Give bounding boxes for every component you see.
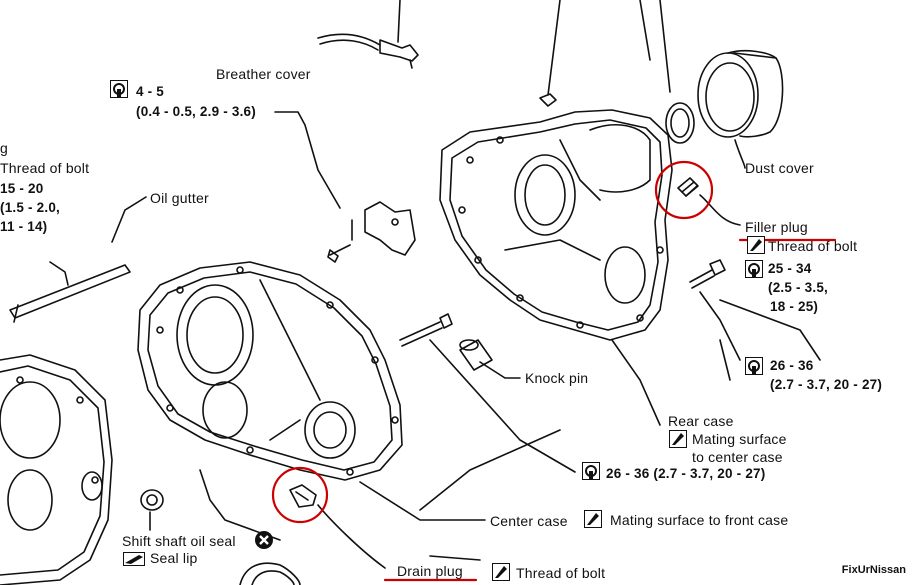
oil-gutter-label: Oil gutter	[150, 190, 209, 206]
center-case-part	[137, 261, 403, 481]
filler-torque-1: 25 - 34	[768, 261, 812, 276]
left-torque-2: (1.5 - 2.0,	[0, 200, 60, 215]
knock-pin-label: Knock pin	[525, 370, 589, 386]
mating-surface-center-label-2: to center case	[692, 449, 783, 465]
filler-torque-3: 18 - 25)	[770, 299, 819, 314]
shift-shaft-oil-seal-part	[140, 489, 164, 511]
shift-shaft-oil-seal-label: Shift shaft oil seal	[122, 533, 236, 549]
filler-plug-label: Filler plug	[745, 219, 808, 235]
sealant-icon	[492, 563, 510, 581]
drain-plug-highlight-circle	[271, 466, 329, 524]
filler-torque-2: (2.5 - 3.5,	[768, 280, 828, 295]
rear-torque-1: 26 - 36	[770, 358, 814, 373]
center-bolt-torque: 26 - 36 (2.7 - 3.7, 20 - 27)	[606, 466, 766, 481]
mating-surface-center-label: Mating surface	[692, 431, 787, 447]
left-cut-label: g	[0, 140, 8, 156]
rear-case-part	[439, 109, 673, 341]
grease-icon	[123, 552, 145, 566]
breather-cover-label: Breather cover	[216, 66, 311, 82]
speed-sensor-part	[317, 0, 419, 69]
sealant-icon	[747, 236, 765, 254]
torque-wrench-icon	[745, 357, 763, 375]
filler-thread-of-bolt-label: Thread of bolt	[768, 238, 858, 254]
front-case-part	[0, 354, 113, 585]
left-torque-3: 11 - 14)	[0, 219, 48, 234]
rear-case-label: Rear case	[668, 413, 734, 429]
drain-plug-label: Drain plug	[397, 563, 463, 579]
breather-cover-part	[327, 201, 416, 263]
dust-cover-label: Dust cover	[745, 160, 814, 176]
torque-wrench-icon	[110, 80, 128, 98]
do-not-reuse-icon	[255, 531, 273, 549]
watermark: FixUrNissan	[841, 564, 906, 576]
seal-lip-label: Seal lip	[150, 550, 198, 566]
rear-case-bolt-part	[689, 259, 726, 289]
breather-torque-nm: 4 - 5	[136, 84, 165, 99]
center-case-bolt-part	[399, 313, 453, 347]
knock-pin-part	[459, 339, 493, 371]
filler-plug-part	[677, 177, 699, 197]
sealant-icon	[669, 430, 687, 448]
drain-thread-of-bolt-label: Thread of bolt	[516, 565, 606, 581]
torque-wrench-icon	[582, 462, 600, 480]
drain-plug-part	[289, 484, 317, 508]
sealant-icon	[584, 510, 602, 528]
mating-surface-front-label: Mating surface to front case	[610, 512, 789, 528]
rear-torque-2: (2.7 - 3.7, 20 - 27)	[770, 377, 883, 392]
oil-gutter-part	[9, 261, 131, 323]
left-torque-1: 15 - 20	[0, 181, 44, 196]
torque-wrench-icon	[745, 260, 763, 278]
breather-torque-kgm: (0.4 - 0.5, 2.9 - 3.6)	[136, 104, 256, 119]
filler-plug-highlight-circle	[654, 160, 714, 220]
dust-cover-part	[665, 50, 784, 169]
center-case-label: Center case	[490, 513, 568, 529]
left-thread-of-bolt-label: Thread of bolt	[0, 160, 90, 176]
